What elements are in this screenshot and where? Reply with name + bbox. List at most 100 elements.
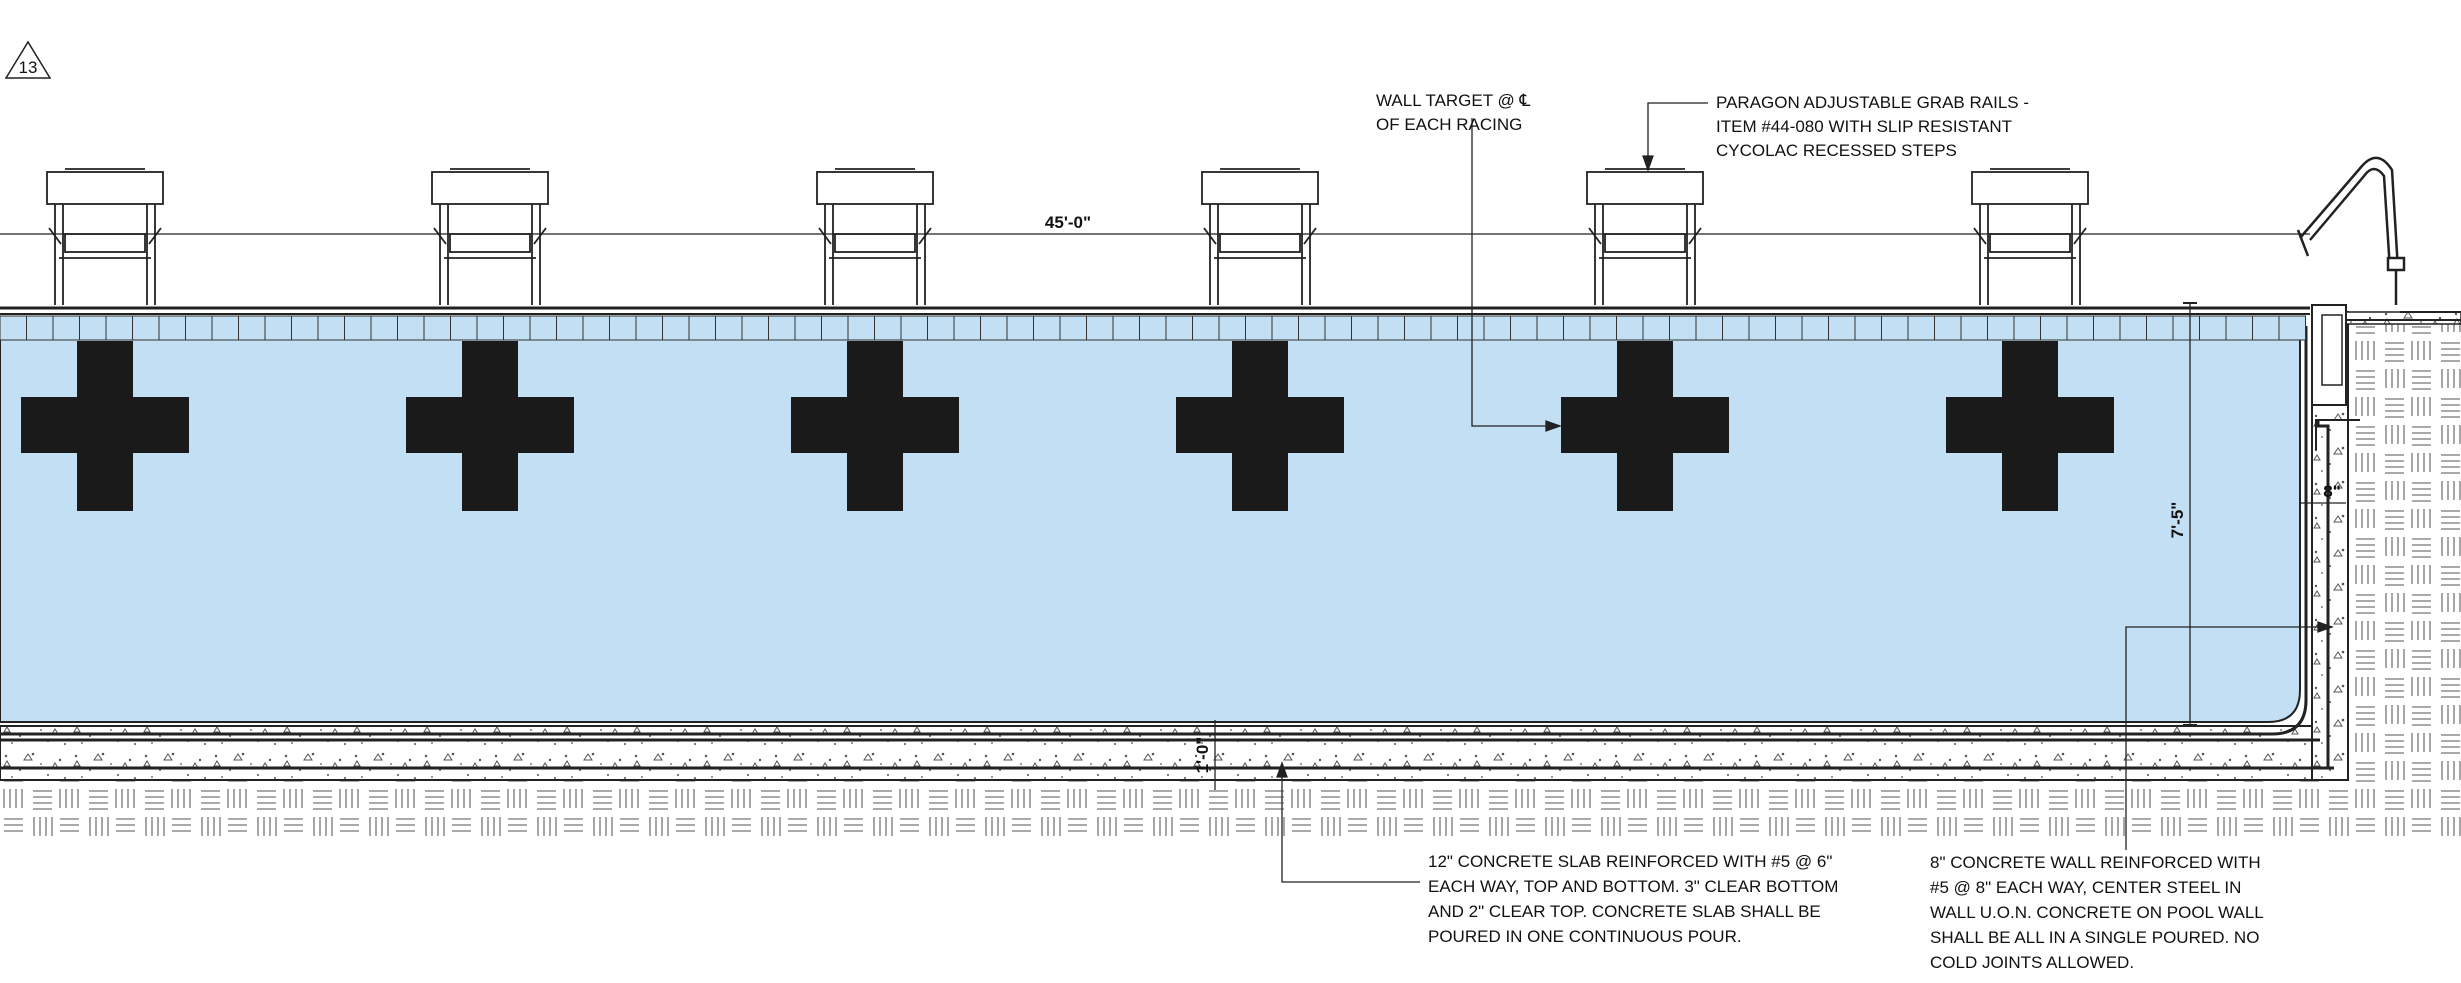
detail-tag: 13	[4, 40, 52, 79]
pool-tile	[0, 315, 27, 341]
pool-tile	[1695, 315, 1723, 341]
pool-tile	[26, 315, 54, 341]
detail-number: 13	[19, 58, 38, 77]
note-wall-line-5: COLD JOINTS ALLOWED.	[1930, 953, 2134, 972]
pool-tile	[980, 315, 1008, 341]
starting-block	[46, 168, 164, 305]
pool-tile	[1775, 315, 1803, 341]
pool-tile	[1483, 315, 1511, 341]
pool-tile	[2225, 315, 2253, 341]
pool-tile	[1589, 315, 1617, 341]
pool-tile	[2013, 315, 2041, 341]
pool-tile	[953, 315, 981, 341]
note-wall-target: WALL TARGET @ ℄ OF EACH RACING	[1376, 91, 1535, 134]
pool-tile	[291, 315, 319, 341]
pool-tile	[847, 315, 875, 341]
pool-tile	[741, 315, 769, 341]
leader-grab-rails	[1642, 102, 1708, 172]
pool-tile	[2252, 315, 2280, 341]
pool-tile	[1139, 315, 1167, 341]
pool-tile	[1510, 315, 1538, 341]
pool-tile	[1563, 315, 1591, 341]
note-slab: 12" CONCRETE SLAB REINFORCED WITH #5 @ 6…	[1428, 852, 1843, 946]
pool-tile	[450, 315, 478, 341]
lane-target	[791, 341, 959, 511]
pool-tile	[1245, 315, 1273, 341]
dim-overall-length: 45'-0"	[1045, 213, 1091, 232]
pool-tile	[503, 315, 531, 341]
pool-tile	[1192, 315, 1220, 341]
pool-tile	[2172, 315, 2200, 341]
dim-slab-thickness: 1'-0"	[1193, 737, 1212, 774]
note-grab-rails-line-1: PARAGON ADJUSTABLE GRAB RAILS -	[1716, 93, 2029, 112]
pool-tile	[582, 315, 610, 341]
dim-wall-thickness: 8"	[2323, 482, 2341, 501]
note-wall-line-4: SHALL BE ALL IN A SINGLE POURED. NO	[1930, 928, 2259, 947]
soil-hatch-bottom	[0, 780, 2461, 836]
gutter-inner	[2321, 314, 2343, 386]
pool-tile	[715, 315, 743, 341]
note-slab-line-1: 12" CONCRETE SLAB REINFORCED WITH #5 @ 6…	[1428, 852, 1832, 871]
pool-tile	[1987, 315, 2015, 341]
lane-target	[1946, 341, 2114, 511]
note-grab-rails-line-2: ITEM #44-080 WITH SLIP RESISTANT	[1716, 117, 2012, 136]
note-wall-line-2: #5 @ 8" EACH WAY, CENTER STEEL IN	[1930, 878, 2241, 897]
pool-tile	[635, 315, 663, 341]
pool-tile	[1006, 315, 1034, 341]
note-grab-rails: PARAGON ADJUSTABLE GRAB RAILS - ITEM #44…	[1716, 93, 2034, 160]
pool-tile	[927, 315, 955, 341]
pool-tile	[821, 315, 849, 341]
pool-tile	[688, 315, 716, 341]
note-slab-line-3: AND 2" CLEAR TOP. CONCRETE SLAB SHALL BE	[1428, 902, 1821, 921]
pool-tile	[1033, 315, 1061, 341]
pool-tile	[1722, 315, 1750, 341]
pool-tile	[1351, 315, 1379, 341]
pool-liner	[0, 326, 2308, 736]
leader-wall-target	[1471, 118, 1562, 432]
pool-tile	[185, 315, 213, 341]
lane-target	[1176, 341, 1344, 511]
pool-tile	[1404, 315, 1432, 341]
pool-tile	[1934, 315, 1962, 341]
lane-target	[406, 341, 574, 511]
note-wall: 8" CONCRETE WALL REINFORCED WITH #5 @ 8"…	[1930, 853, 2268, 972]
starting-block	[1201, 168, 1319, 305]
dim-pool-depth: 7'-5"	[2168, 502, 2187, 539]
pool-tile	[158, 315, 186, 341]
pool-tile	[79, 315, 107, 341]
pool-tile	[370, 315, 398, 341]
grab-rail	[2296, 156, 2406, 305]
note-wall-target-line-1: WALL TARGET @ ℄	[1376, 91, 1531, 110]
pool-tile	[1112, 315, 1140, 341]
pool-tile	[317, 315, 345, 341]
pool-tile	[476, 315, 504, 341]
pool-tile	[344, 315, 372, 341]
pool-tile	[529, 315, 557, 341]
pool-tile	[2093, 315, 2121, 341]
pool-tile	[2199, 315, 2227, 341]
pool-tile	[1616, 315, 1644, 341]
pool-tile	[900, 315, 928, 341]
wall-rebar	[2316, 420, 2330, 768]
pool-tile	[1298, 315, 1326, 341]
note-grab-rails-line-3: CYCOLAC RECESSED STEPS	[1716, 141, 1957, 160]
pool-tile	[264, 315, 292, 341]
pool-tile	[105, 315, 133, 341]
pool-tile	[2278, 315, 2306, 341]
starting-block	[431, 168, 549, 305]
starting-block	[1586, 168, 1704, 305]
note-slab-line-4: POURED IN ONE CONTINUOUS POUR.	[1428, 927, 1742, 946]
tile-band	[0, 315, 2306, 341]
pool-tile	[2146, 315, 2174, 341]
pool-tile	[52, 315, 80, 341]
pool-tile	[238, 315, 266, 341]
leader-slab	[1276, 761, 1420, 883]
pool-tile	[1854, 315, 1882, 341]
pool-tile	[1059, 315, 1087, 341]
pool-tile	[132, 315, 160, 341]
lane-target	[21, 341, 189, 511]
pool-tile	[768, 315, 796, 341]
lane-targets	[21, 341, 2114, 511]
pool-tile	[1457, 315, 1485, 341]
